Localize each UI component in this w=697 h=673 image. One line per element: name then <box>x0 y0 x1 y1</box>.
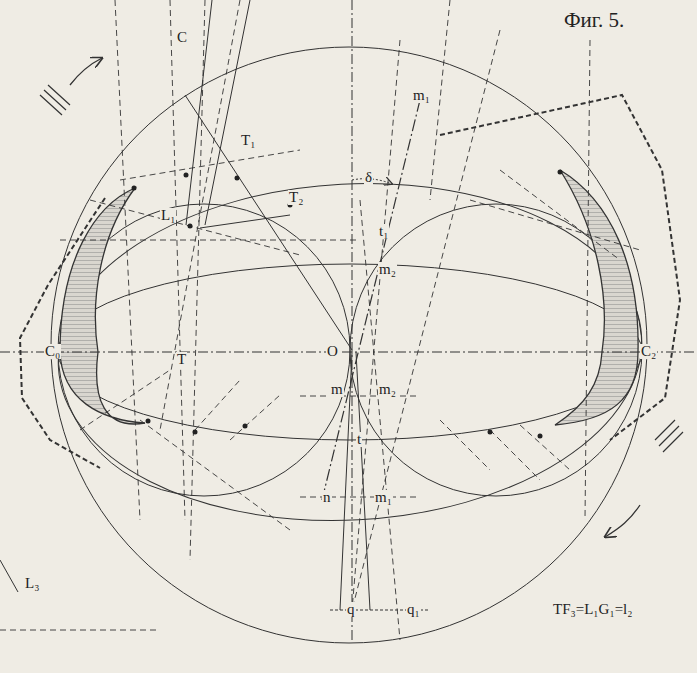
point-label: n <box>322 490 332 505</box>
tangent-line <box>322 100 420 500</box>
figure-title: Фиг. 5. <box>562 10 626 31</box>
rotation-arrow <box>605 505 640 537</box>
point-label: m₂ <box>378 262 397 277</box>
rotation-arrow <box>70 58 102 85</box>
point-label: T₁ <box>240 133 256 148</box>
point-label: T₂ <box>288 190 304 205</box>
point-label: q₁ <box>406 602 421 617</box>
point-label: t₁ <box>378 224 389 239</box>
point-label: O <box>326 344 339 359</box>
point-label: m₁ <box>412 88 431 103</box>
outer-circle <box>51 47 647 643</box>
point-label: L₃ <box>24 576 40 591</box>
point-label: t <box>356 432 362 447</box>
point-label: T <box>176 352 187 367</box>
point-label: C₂ <box>640 344 657 359</box>
horizontal-axis <box>0 352 697 353</box>
point-label: m <box>330 382 344 397</box>
point-label: m₁ <box>374 490 393 505</box>
hatched-crescent <box>60 188 145 424</box>
rotation-arrow-feather <box>655 420 683 452</box>
point-label: C₀ <box>44 344 61 359</box>
vertical-axis <box>352 0 353 640</box>
point-label: m₂ <box>378 382 397 397</box>
construction-lines <box>0 0 640 640</box>
point-label: TF₃=L₁G₁=l₂ <box>552 602 634 617</box>
hatched-crescent <box>555 170 638 425</box>
dashed-outline <box>20 198 105 468</box>
point-label: C <box>176 30 188 45</box>
point-label: δ <box>364 170 373 185</box>
rotation-arrow-feather <box>40 85 70 115</box>
point-label: q <box>346 602 356 617</box>
construction-lines <box>0 0 370 610</box>
dashed-outline <box>440 95 680 440</box>
point-label: L₁ <box>160 208 176 223</box>
points <box>132 170 563 439</box>
